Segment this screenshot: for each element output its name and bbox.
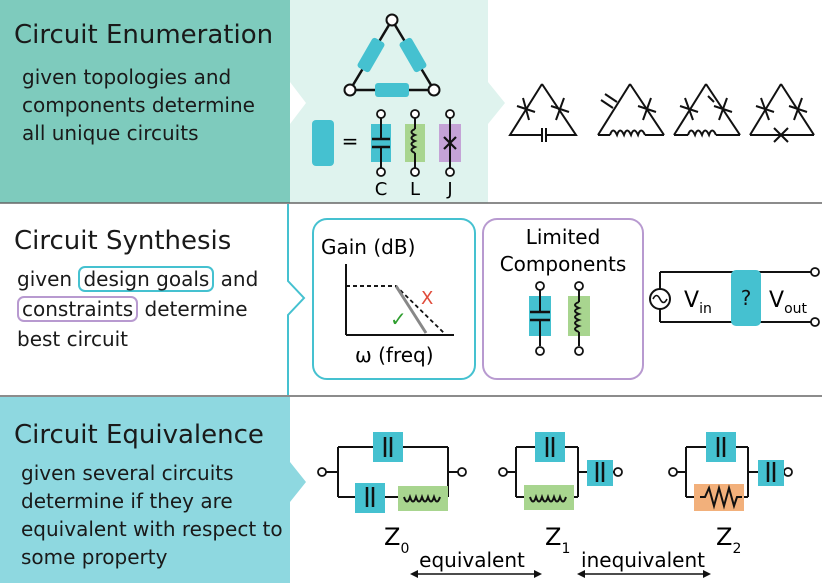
z1-label: Z1 [545, 523, 570, 557]
limited-inductor [568, 281, 590, 356]
limited-line1: Limited [526, 225, 601, 249]
voltage-source-wave [652, 294, 668, 304]
enumerated-circuit-4 [749, 83, 815, 143]
equivalent-label: equivalent [419, 548, 525, 572]
capacitor-option [371, 109, 391, 177]
gain-plot-axes [345, 264, 454, 336]
vout-label: Vout [769, 288, 808, 317]
limited-line2: Components [500, 252, 627, 276]
circuit-z0 [317, 432, 467, 513]
edge-component-left [357, 37, 385, 73]
generic-component [312, 120, 334, 166]
limited-capacitor [529, 281, 551, 356]
equals-sign: = [342, 129, 359, 153]
equivalence-left-panel [0, 397, 306, 583]
plot-ylabel: Gain (dB) [321, 235, 415, 259]
plot-xlabel: ω (freq) [355, 343, 434, 367]
inequivalent-arrow [577, 570, 711, 578]
enumeration-description: given topologies and components determin… [22, 65, 255, 145]
constraints-highlight: constraints [17, 296, 139, 322]
label-junction: J [446, 179, 452, 200]
equivalence-description: given several circuits determine if they… [21, 461, 283, 569]
label-capacitor: C [375, 179, 388, 200]
node-top [385, 13, 399, 27]
junction-option [439, 109, 461, 177]
synthesis-best-circuit: best circuit [17, 327, 129, 351]
equivalent-arrow [410, 570, 542, 578]
design-goals-box [312, 218, 476, 380]
inductor-option [405, 109, 425, 177]
synthesis-given: given [17, 267, 73, 291]
enumerated-circuit-2 [597, 83, 665, 138]
check-mark: ✓ [390, 307, 407, 331]
inequivalent-label: inequivalent [581, 548, 705, 572]
circuit-z1 [498, 432, 623, 510]
output-node-top [810, 267, 820, 277]
edge-component-right [399, 37, 427, 73]
synthesis-and: and [220, 267, 259, 291]
equivalence-title: Circuit Equivalence [14, 420, 264, 450]
z2-label: Z2 [716, 523, 741, 557]
z0-label: Z0 [384, 523, 409, 557]
cross-mark: X [421, 288, 433, 309]
vin-label: Vin [684, 288, 712, 317]
synthesis-arrow [287, 204, 306, 395]
synthesis-description: given design goals and constraints deter… [17, 264, 285, 354]
edge-component-bottom [375, 83, 409, 97]
unknown-circuit [731, 270, 761, 326]
circuit-z2 [668, 432, 793, 511]
limited-components-box [482, 218, 644, 380]
enumeration-left-panel [0, 0, 290, 203]
enumerated-circuit-1 [508, 83, 578, 142]
good-response [394, 285, 428, 334]
label-inductor: L [410, 179, 420, 200]
design-goals-highlight: design goals [78, 266, 215, 292]
synthesis-title: Circuit Synthesis [14, 226, 232, 256]
node-left [343, 83, 357, 97]
enumerated-circuit-3 [673, 83, 741, 138]
output-node-bottom [810, 317, 820, 327]
enumeration-title: Circuit Enumeration [14, 20, 274, 50]
unknown-mark: ? [741, 286, 752, 310]
node-right [427, 83, 441, 97]
synthesis-determine: determine [144, 297, 248, 321]
